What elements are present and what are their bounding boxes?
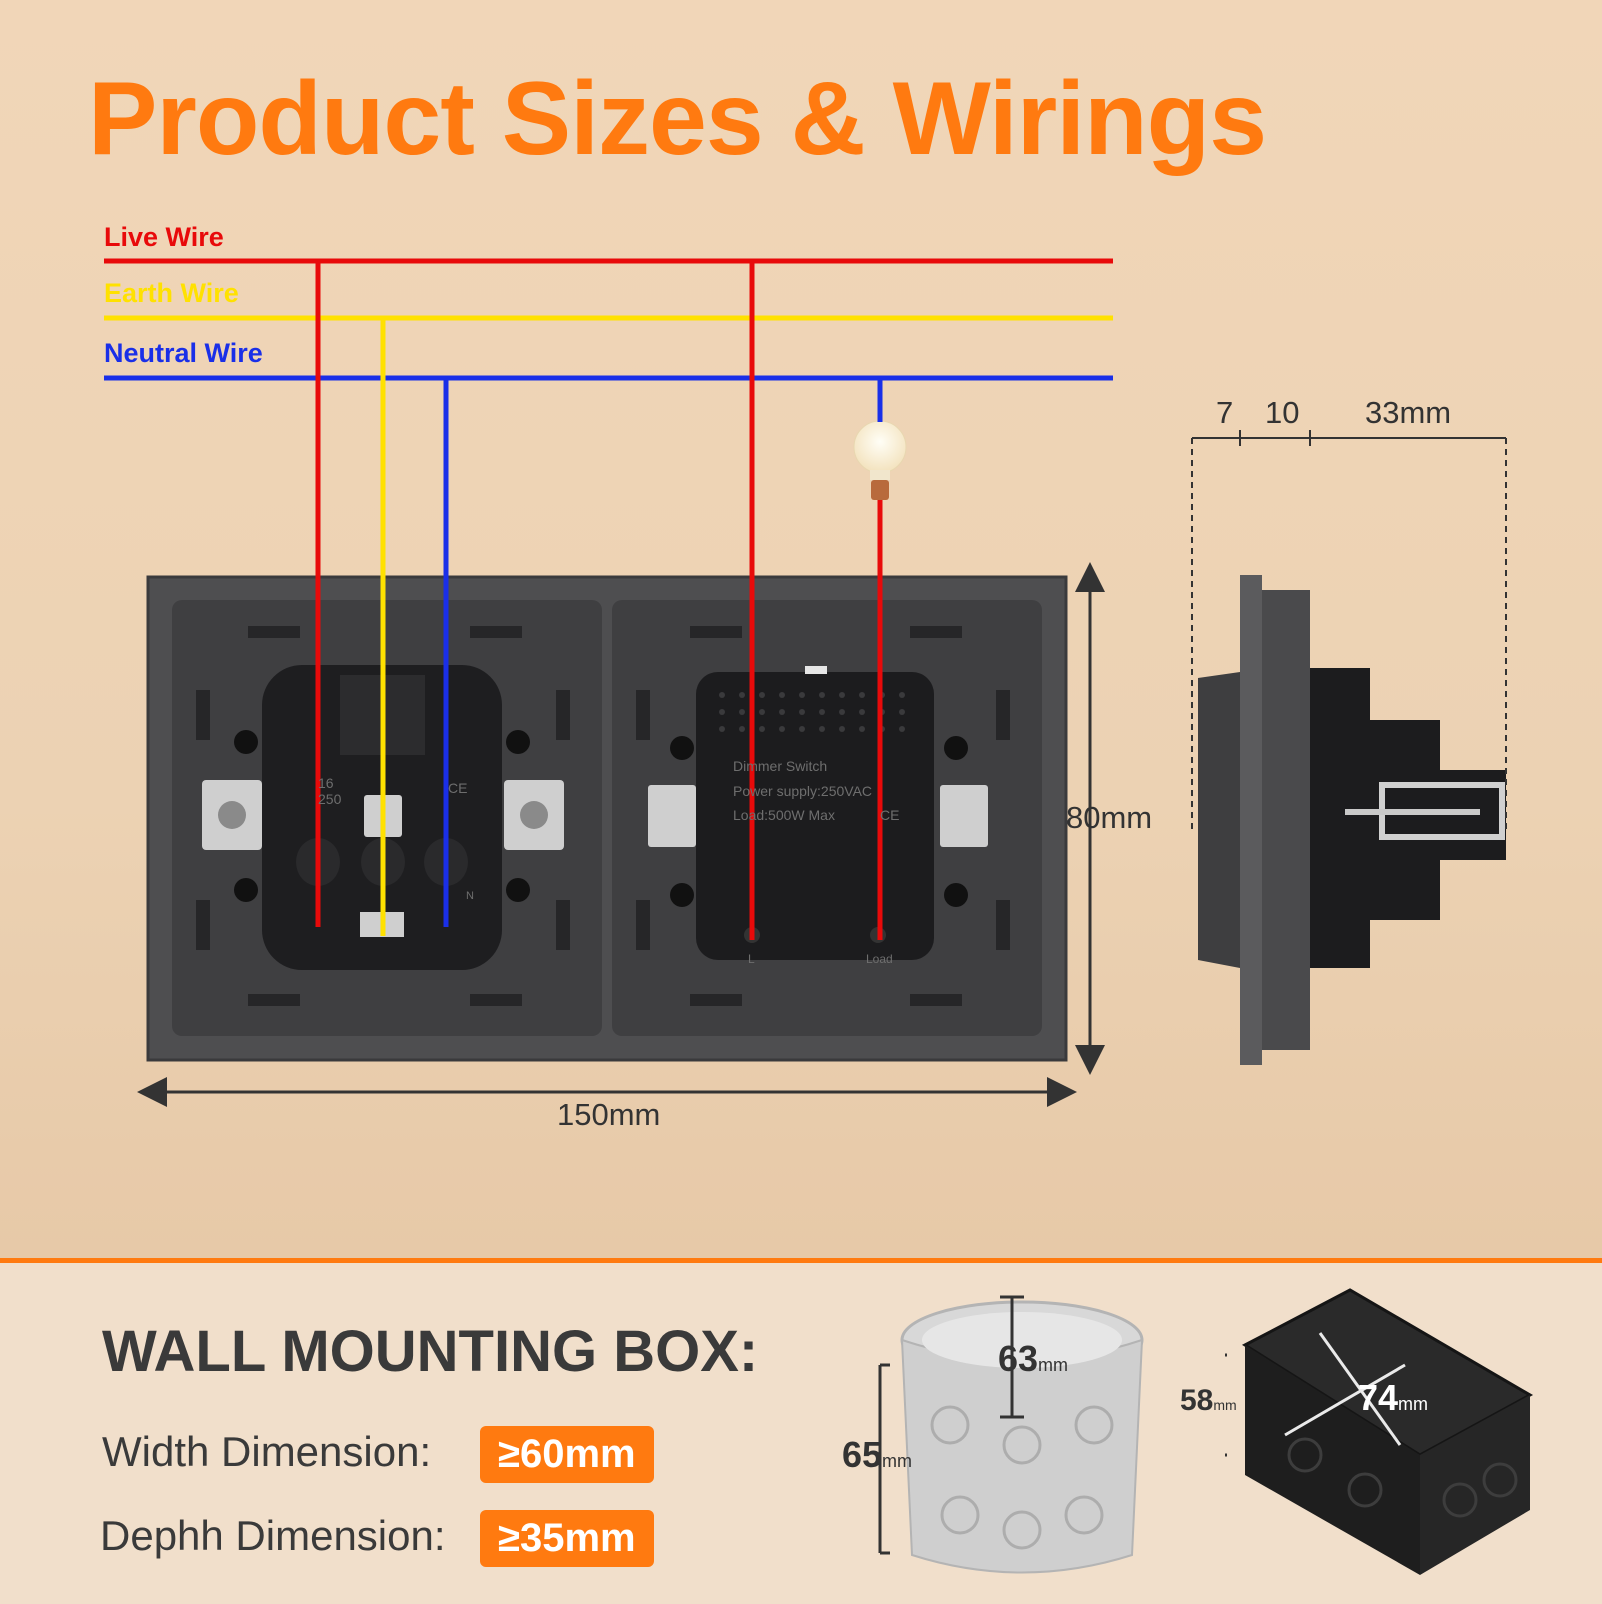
depth-dimension-label: Dephh Dimension:	[100, 1512, 446, 1559]
side-view	[1198, 575, 1506, 1065]
page-title: Product Sizes & Wirings	[88, 61, 1267, 177]
square-box-height: 58mm	[1180, 1384, 1237, 1418]
round-mounting-box-illustration	[878, 1295, 1144, 1574]
round-box-diameter: 63mm	[998, 1338, 1068, 1380]
socket-ce-mark: CE	[448, 780, 468, 796]
dimmer-ce-mark: CE	[880, 807, 900, 823]
depth-dimension-lines	[1191, 430, 1507, 830]
round-box-diameter-value: 63	[998, 1338, 1039, 1379]
width-dimension-label: Width Dimension:	[102, 1428, 432, 1475]
wiring-diagram	[104, 258, 1507, 1107]
light-bulb-icon	[853, 420, 907, 500]
terminal-l-label: L	[748, 952, 755, 966]
round-box-height: 65mm	[842, 1434, 912, 1476]
depth-segment-3: 33mm	[1365, 395, 1452, 430]
dimmer-module	[648, 666, 988, 960]
round-box-diameter-unit: mm	[1038, 1355, 1069, 1375]
dimmer-label-line2: Power supply:250VAC	[733, 783, 873, 799]
socket-rating-volts: 250	[318, 791, 342, 807]
depth-segment-2: 10	[1265, 395, 1300, 430]
square-box-size-value: 74	[1358, 1377, 1399, 1418]
depth-dimension-badge: ≥35mm	[480, 1510, 654, 1567]
wall-box-heading: WALL MOUNTING BOX:	[102, 1319, 759, 1384]
terminal-load-label: Load	[866, 952, 893, 966]
width-label: 150mm	[557, 1097, 661, 1132]
wall-plate-rear	[146, 575, 1068, 1062]
dimmer-label-line1: Dimmer Switch	[733, 758, 828, 774]
round-box-height-value: 65	[842, 1434, 883, 1475]
live-wire-label: Live Wire	[104, 222, 224, 252]
socket-rating-amps: 16	[318, 775, 334, 791]
dimmer-label-line3: Load:500W Max	[733, 807, 835, 823]
earth-wire-label: Earth Wire	[104, 278, 239, 308]
square-box-size: 74mm	[1358, 1377, 1428, 1419]
square-box-height-value: 58	[1180, 1384, 1214, 1417]
height-label: 80mm	[1066, 800, 1153, 835]
terminal-n-label: N	[466, 890, 474, 902]
neutral-wire-label: Neutral Wire	[104, 338, 263, 368]
round-box-height-unit: mm	[882, 1451, 913, 1471]
width-dimension-badge: ≥60mm	[480, 1426, 654, 1483]
square-box-height-unit: mm	[1213, 1397, 1237, 1413]
square-mounting-box-illustration	[1225, 1288, 1534, 1575]
square-box-size-unit: mm	[1398, 1394, 1429, 1414]
depth-segment-1: 7	[1216, 395, 1234, 430]
